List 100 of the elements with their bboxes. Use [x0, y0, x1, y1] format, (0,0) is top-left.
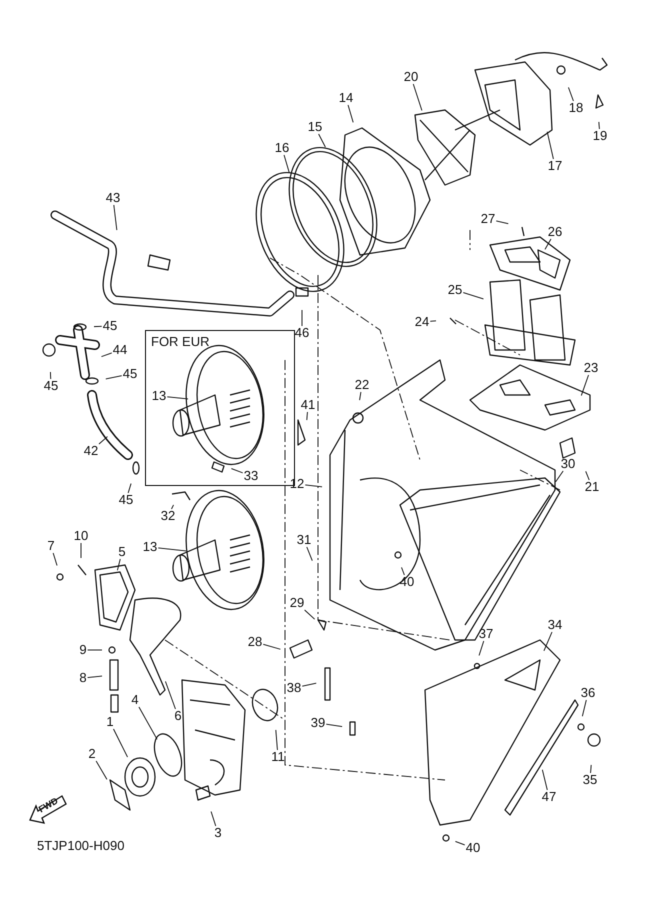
leader-line [304, 610, 316, 620]
diagram-code: 5TJP100-H090 [37, 838, 124, 853]
leader-line [284, 154, 290, 173]
callout-number: 4 [131, 693, 139, 707]
callout-number: 45 [44, 379, 58, 393]
callout-number: 44 [112, 343, 128, 357]
leader-line [50, 372, 52, 380]
callout-number: 12 [290, 477, 304, 491]
callout-number: 33 [244, 469, 258, 483]
callout-number: 1 [106, 715, 114, 729]
leader-line [87, 676, 102, 678]
leader-line [80, 542, 82, 558]
callout-number: 10 [74, 529, 88, 543]
callout-number: 20 [404, 70, 418, 84]
callout-number: 29 [290, 596, 304, 610]
callout-number: 13 [152, 389, 166, 403]
leader-line [138, 706, 158, 740]
leader-line [306, 412, 308, 420]
leader-line [496, 220, 509, 224]
callout-number: 24 [414, 315, 430, 329]
callout-number: 47 [542, 790, 556, 804]
callout-number: 39 [310, 716, 326, 730]
leader-line [454, 841, 466, 846]
callout-number: 21 [584, 480, 600, 494]
leader-line [430, 320, 436, 322]
leader-line [100, 352, 112, 358]
leader-line [113, 728, 128, 758]
leader-line [171, 504, 174, 510]
callout-number: 25 [448, 283, 462, 297]
leader-line [210, 811, 216, 826]
leader-line [568, 86, 574, 102]
leader-line [98, 436, 108, 444]
callout-number: 28 [248, 635, 262, 649]
leader-line [318, 134, 326, 148]
callout-number: 45 [118, 493, 134, 507]
leader-line [412, 84, 422, 111]
leader-line [348, 104, 354, 123]
callout-number: 23 [584, 361, 598, 375]
callout-number: 19 [592, 129, 608, 143]
callout-number: 45 [102, 319, 118, 333]
leader-line [128, 483, 132, 494]
callout-number: 27 [480, 212, 496, 226]
leader-line [555, 470, 564, 482]
callout-number: 35 [582, 773, 598, 787]
callout-number: 26 [548, 225, 562, 239]
leader-line [544, 632, 552, 652]
callout-number: 3 [214, 826, 222, 840]
leader-line [306, 546, 313, 562]
leader-line [304, 484, 323, 488]
callout-number: 8 [79, 671, 87, 685]
leader-line [230, 468, 244, 474]
leader-line [116, 558, 121, 571]
callout-number: 32 [160, 509, 176, 523]
leader-line [113, 204, 118, 231]
leader-line [166, 396, 188, 400]
callout-number: 18 [568, 101, 584, 115]
leader-line [158, 547, 186, 552]
leader-line [462, 292, 484, 300]
callout-number: 11 [271, 750, 285, 764]
leader-line [546, 131, 554, 160]
callout-number: 17 [548, 159, 562, 173]
callout-number: 34 [548, 618, 562, 632]
leader-line [598, 122, 600, 130]
leader-line [542, 769, 548, 790]
callout-number: 7 [47, 539, 55, 553]
leader-line [401, 566, 405, 576]
callout-number: 43 [106, 191, 120, 205]
leader-line [582, 700, 587, 717]
callout-number: 2 [88, 747, 96, 761]
leader-line [302, 682, 317, 687]
leader-line [590, 764, 592, 774]
leader-line [544, 238, 552, 250]
leader-line [359, 392, 362, 401]
callout-number: 38 [286, 681, 302, 695]
callout-number: 45 [122, 367, 138, 381]
callout-number: 40 [466, 841, 480, 855]
box-heading: FOR EUR [151, 334, 210, 349]
callout-number: 42 [84, 444, 98, 458]
callout-number: 9 [79, 643, 87, 657]
leader-line [105, 375, 122, 380]
leader-line [164, 680, 176, 710]
callout-number: 31 [296, 533, 312, 547]
leader-line [478, 640, 484, 656]
callout-number: 30 [560, 457, 576, 471]
callout-number: 5 [118, 545, 126, 559]
callout-number: 6 [174, 709, 182, 723]
leader-line [96, 760, 108, 780]
leader-line [94, 326, 102, 328]
callout-number: 46 [294, 326, 310, 340]
callout-number: 16 [274, 141, 290, 155]
callout-number: 41 [300, 398, 316, 412]
callout-number: 13 [142, 540, 158, 554]
leader-line [275, 730, 278, 750]
leader-line [585, 470, 590, 480]
callout-number: 22 [354, 378, 370, 392]
leader-line [262, 644, 281, 650]
leader-line [326, 724, 343, 727]
leader-line [580, 374, 589, 396]
callout-number: 15 [308, 120, 322, 134]
leader-line [52, 552, 58, 566]
